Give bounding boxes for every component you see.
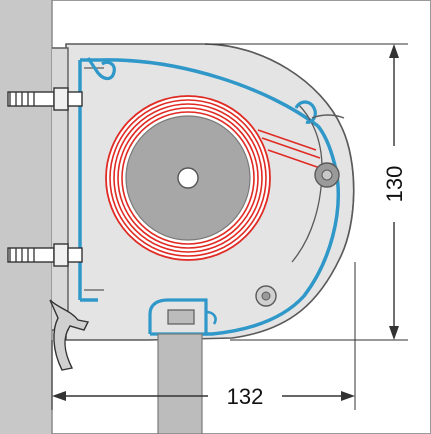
hinge-lip bbox=[311, 114, 345, 119]
fabric-run bbox=[257, 129, 321, 169]
front-bar-lip bbox=[205, 310, 217, 325]
height-dimension bbox=[205, 43, 408, 341]
wall bbox=[0, 0, 52, 434]
hinge-hook bbox=[294, 100, 317, 124]
lower-pivot-axle bbox=[261, 291, 271, 301]
top-clip bbox=[86, 57, 116, 81]
guide-roller-axle bbox=[321, 169, 333, 181]
width-dimension bbox=[51, 262, 356, 410]
width-label: 132 bbox=[227, 384, 264, 409]
wall-anchor-top bbox=[7, 87, 83, 111]
fabric-drop bbox=[157, 333, 203, 434]
height-label: 130 bbox=[382, 166, 407, 203]
wall-anchor-bottom bbox=[7, 243, 83, 267]
blue-profile-hood bbox=[160, 169, 340, 336]
front-bar-insert bbox=[167, 309, 195, 325]
roller-axle bbox=[177, 167, 199, 189]
rain-deflector bbox=[49, 299, 90, 371]
hood-outer-outline bbox=[204, 43, 355, 263]
